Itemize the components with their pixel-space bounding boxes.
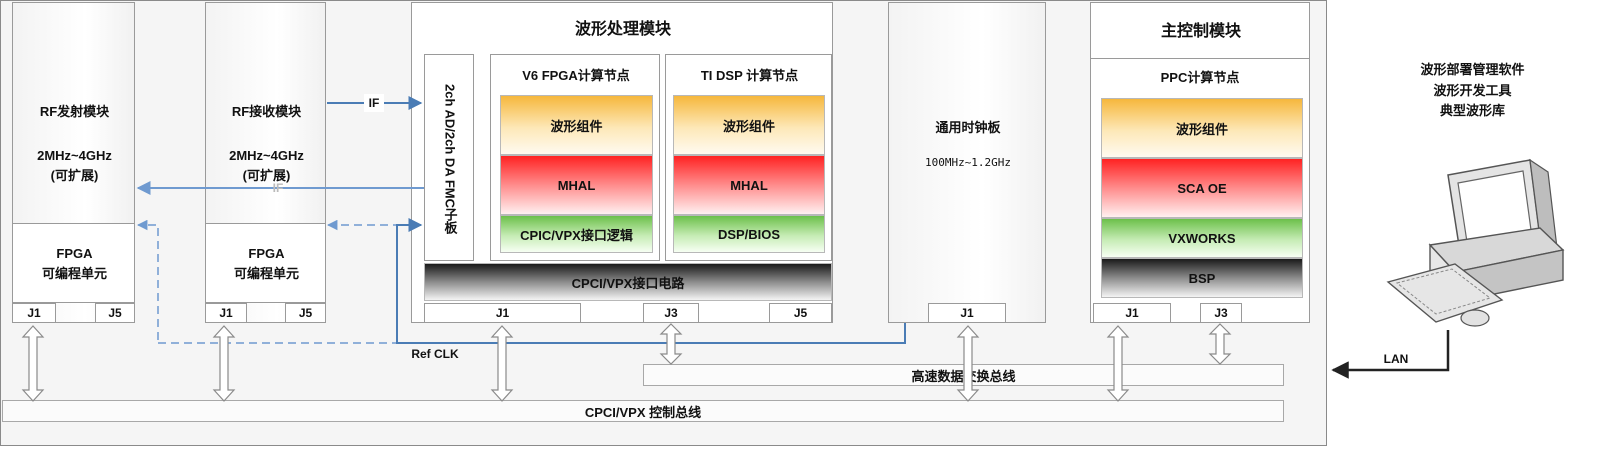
- rf-tx-j1: J1: [12, 303, 56, 323]
- cpci-interface-circuit: CPCI/VPX接口电路: [424, 263, 832, 301]
- rf-rx-fpga: FPGA 可编程单元: [205, 223, 326, 303]
- ref-clk-dashed-tx: [136, 219, 159, 340]
- if-bottom-label: IF: [272, 180, 284, 195]
- rf-rx-fpga-label: FPGA 可编程单元: [233, 245, 299, 281]
- ppc-layer-sca: SCA OE: [1101, 158, 1303, 218]
- clock-board-title: 通用时钟板: [935, 119, 1001, 135]
- waveform-j3-bus-arrow: [659, 323, 683, 365]
- fmc-label: 2ch AD/2ch DA FMC子板: [442, 83, 458, 234]
- main-j1: J1: [1093, 303, 1171, 323]
- rx-j1-bus-arrow: [212, 325, 236, 402]
- lan-arrow: [1331, 330, 1450, 379]
- rf-rx-j5: J5: [285, 303, 326, 323]
- dsp-layer-bios: DSP/BIOS: [673, 215, 825, 253]
- main-j3: J3: [1200, 303, 1242, 323]
- waveform-j1: J1: [424, 303, 581, 323]
- waveform-title: 波形处理模块: [574, 20, 671, 38]
- clock-j1: J1: [928, 303, 1006, 323]
- cpci-control-bus: CPCI/VPX 控制总线: [2, 400, 1284, 422]
- clock-j1-bus-arrow: [956, 325, 980, 402]
- rf-tx-freq: 2MHz~4GHz (可扩展): [37, 147, 112, 183]
- ppc-node-title: PPC计算节点: [1160, 69, 1240, 85]
- rf-tx-j5: J5: [95, 303, 135, 323]
- clock-board-freq: 100MHz~1.2GHz: [924, 156, 1012, 170]
- clock-board: 通用时钟板 100MHz~1.2GHz: [888, 2, 1046, 323]
- if-top-label: IF: [364, 94, 384, 112]
- waveform-j1-bus-arrow: [490, 325, 514, 402]
- rf-tx-title: RF发射模块: [39, 103, 110, 119]
- v6-layer-mhal: MHAL: [500, 155, 653, 215]
- dsp-layer-mhal: MHAL: [673, 155, 825, 215]
- rf-rx-title: RF接收模块: [231, 103, 302, 119]
- fmc-daughter-board: 2ch AD/2ch DA FMC子板: [424, 54, 474, 261]
- rf-rx-j1: J1: [205, 303, 247, 323]
- waveform-j3: J3: [643, 303, 699, 323]
- v6-layer-waveform: 波形组件: [500, 95, 653, 155]
- main-j3-bus-arrow: [1208, 323, 1232, 365]
- rf-tx-fpga: FPGA 可编程单元: [12, 223, 135, 303]
- ref-clk-label: Ref CLK: [411, 346, 459, 361]
- ppc-layer-bsp: BSP: [1101, 258, 1303, 298]
- main-j1-bus-arrow: [1106, 325, 1130, 402]
- main-control-divider: [1090, 58, 1310, 59]
- bus-double-arrows: [21, 323, 1232, 402]
- ref-clk-solid: [396, 218, 906, 344]
- tx-j1-bus-arrow: [21, 325, 45, 402]
- ppc-layer-vxworks: VXWORKS: [1101, 218, 1303, 258]
- rf-tx-fpga-label: FPGA 可编程单元: [41, 245, 107, 281]
- ppc-layer-waveform: 波形组件: [1101, 98, 1303, 158]
- v6-fpga-node-title: V6 FPGA计算节点: [522, 67, 630, 83]
- v6-layer-interface: CPIC/VPX接口逻辑: [500, 215, 653, 253]
- dsp-layer-waveform: 波形组件: [673, 95, 825, 155]
- lan-label: LAN: [1383, 351, 1409, 366]
- rf-rx-freq: 2MHz~4GHz (可扩展): [229, 147, 304, 183]
- waveform-j5: J5: [769, 303, 832, 323]
- ti-dsp-node-title: TI DSP 计算节点: [700, 67, 799, 83]
- computer-icon: [1386, 158, 1565, 327]
- software-list: 波形部署管理软件 波形开发工具 典型波形库: [1420, 61, 1525, 119]
- main-control-title: 主控制模块: [1160, 22, 1241, 40]
